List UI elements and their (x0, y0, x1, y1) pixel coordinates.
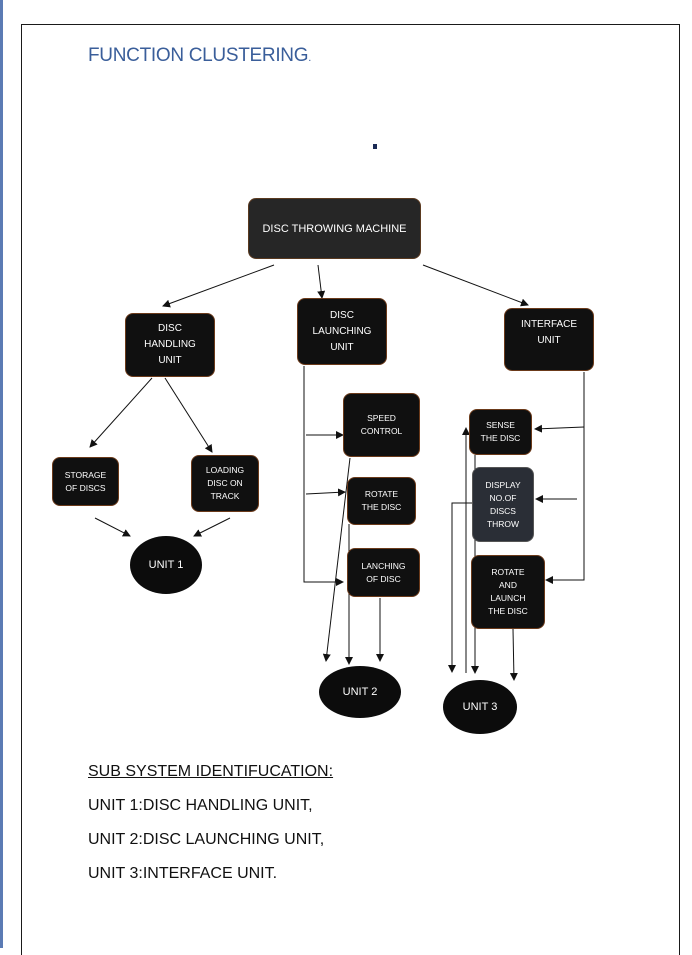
page-title-text: FUNCTION CLUSTERING (88, 45, 309, 66)
node-unit-3: UNIT 3 (443, 680, 517, 734)
node-rotate-the-disc-label: ROTATE THE DISC (361, 489, 402, 512)
node-disc-handling-unit: DISC HANDLING UNIT (125, 313, 215, 377)
arrow-speed-to-unit2 (322, 457, 351, 662)
arrow-storage-to-unit1 (94, 517, 131, 537)
subsystem-unit-3: UNIT 3:INTERFACE UNIT. (88, 865, 278, 882)
left-margin-rule (0, 0, 3, 948)
arrow-handling-to-storage (89, 377, 153, 448)
node-unit-1-label: UNIT 1 (148, 559, 184, 571)
arrow-feed-to-rotate (305, 488, 346, 497)
node-rotate-the-disc: ROTATE THE DISC (347, 477, 416, 525)
node-rotate-and-launch: ROTATE AND LAUNCH THE DISC (471, 555, 545, 629)
arrow-feed-to-sense (534, 424, 585, 433)
display-to-unit3-line (448, 502, 473, 673)
arrow-root-to-launching (317, 264, 326, 299)
node-display-no-of-discs: DISPLAY NO.OF DISCS THROW (472, 467, 534, 542)
node-unit-2: UNIT 2 (319, 666, 401, 718)
interface-feed-line (545, 372, 585, 584)
node-storage-of-discs: STORAGE OF DISCS (52, 457, 119, 506)
node-interface-unit: INTERFACE UNIT (504, 308, 594, 371)
arrow-handling-to-loading (164, 377, 213, 453)
page-title-period: . (308, 52, 311, 64)
node-unit-2-label: UNIT 2 (342, 686, 378, 698)
node-speed-control: SPEED CONTROL (343, 393, 420, 457)
arrow-root-to-handling (162, 264, 275, 308)
node-disc-handling-unit-label: DISC HANDLING UNIT (144, 323, 196, 366)
node-lanching-of-disc: LANCHING OF DISC (347, 548, 420, 597)
node-unit-3-label: UNIT 3 (462, 701, 498, 713)
launching-feed-line (303, 366, 344, 586)
node-disc-launching-unit: DISC LAUNCHING UNIT (297, 298, 387, 365)
node-loading-disc-on-track: LOADING DISC ON TRACK (191, 455, 259, 512)
page-title: FUNCTION CLUSTERING. (88, 45, 311, 67)
stray-dot (373, 144, 377, 149)
subsystem-unit-1: UNIT 1:DISC HANDLING UNIT, (88, 797, 313, 814)
node-lanching-of-disc-label: LANCHING OF DISC (361, 560, 406, 584)
node-sense-the-disc: SENSE THE DISC (469, 409, 532, 455)
subsystem-unit-2: UNIT 2:DISC LAUNCHING UNIT, (88, 831, 325, 848)
subsystem-identification: SUB SYSTEM IDENTIFUCATION: UNIT 1:DISC H… (88, 762, 333, 898)
node-unit-1: UNIT 1 (130, 536, 202, 594)
node-sense-the-disc-label: SENSE THE DISC (480, 420, 521, 443)
subsystem-heading: SUB SYSTEM IDENTIFUCATION: (88, 763, 334, 780)
node-disc-launching-unit-label: DISC LAUNCHING UNIT (312, 309, 372, 353)
node-rotate-and-launch-label: ROTATE AND LAUNCH THE DISC (488, 567, 528, 616)
node-speed-control-label: SPEED CONTROL (360, 413, 403, 436)
node-loading-disc-on-track-label: LOADING DISC ON TRACK (205, 465, 245, 501)
node-interface-unit-label: INTERFACE UNIT (520, 319, 578, 346)
arrow-loading-to-unit1 (193, 517, 231, 537)
arrow-root-to-interface (422, 264, 529, 307)
node-storage-of-discs-label: STORAGE OF DISCS (64, 469, 107, 493)
node-display-no-of-discs-label: DISPLAY NO.OF DISCS THROW (485, 479, 521, 529)
root-node-disc-throwing-machine: DISC THROWING MACHINE (248, 198, 421, 259)
root-node-label: DISC THROWING MACHINE (262, 222, 407, 235)
arrow-rotate-launch-to-unit3 (509, 628, 518, 681)
